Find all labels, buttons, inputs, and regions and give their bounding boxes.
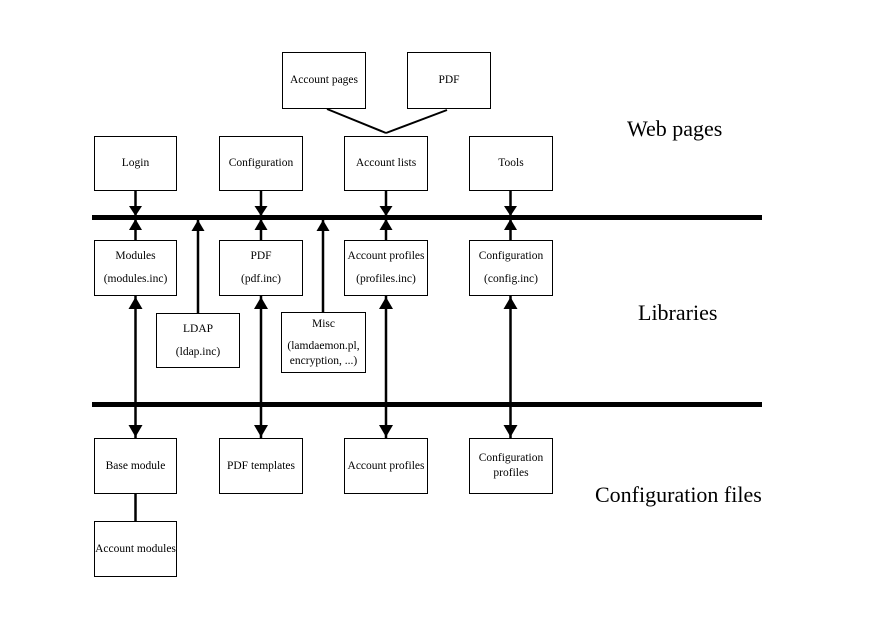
edge-pdf-account-lists xyxy=(385,109,448,134)
node-pdf-page-label: PDF xyxy=(438,74,460,87)
edge-configuration-pdf-lib xyxy=(254,191,268,240)
node-account-profiles-files: Account profiles xyxy=(344,438,428,494)
arrowhead-down-icon xyxy=(254,425,268,437)
arrowhead-up-icon xyxy=(129,219,142,230)
edge-tools-configuration-lib xyxy=(504,191,517,240)
node-base-module-label: Base module xyxy=(105,459,166,472)
node-misc-lib-file2: encryption, ...) xyxy=(289,354,358,367)
edge-login-modules xyxy=(129,191,142,240)
arrowhead-up-icon xyxy=(379,219,393,230)
arrowhead-down-icon xyxy=(503,425,518,437)
node-account-profiles-lib-name: Account profiles xyxy=(347,250,425,263)
node-ldap-lib-file: (ldap.inc) xyxy=(175,345,221,358)
arrowhead-up-icon xyxy=(254,297,268,309)
arrowhead-down-icon xyxy=(379,425,393,437)
node-login-label: Login xyxy=(121,157,150,170)
node-tools: Tools xyxy=(469,136,553,191)
node-configuration-lib-file: (config.inc) xyxy=(484,273,538,286)
arrowhead-up-icon xyxy=(504,219,517,230)
node-configuration-page-label: Configuration xyxy=(228,157,294,170)
node-configuration-lib: Configuration (config.inc) xyxy=(469,240,553,296)
bus-line-web-pages xyxy=(92,215,762,220)
node-configuration-profiles-line1: Configuration xyxy=(478,452,544,465)
edge-account-lists-profiles-lib xyxy=(379,191,393,240)
arrowhead-up-icon xyxy=(316,220,330,231)
node-tools-label: Tools xyxy=(498,157,524,170)
node-account-lists: Account lists xyxy=(344,136,428,191)
node-account-modules-label: Account modules xyxy=(95,542,176,555)
edge-config-lib-config-profiles xyxy=(503,296,518,438)
node-modules-lib-name: Modules xyxy=(115,250,156,263)
arrowhead-up-icon xyxy=(503,297,518,309)
arrowhead-down-icon xyxy=(128,425,143,437)
node-pdf-lib-file: (pdf.inc) xyxy=(241,273,281,286)
node-account-lists-label: Account lists xyxy=(355,157,417,170)
edge-misc-bus xyxy=(316,220,330,312)
node-modules-lib: Modules (modules.inc) xyxy=(94,240,177,296)
node-ldap-lib-name: LDAP xyxy=(182,323,214,336)
node-account-pages: Account pages xyxy=(282,52,366,109)
arrowhead-down-icon xyxy=(504,206,517,216)
node-pdf-page: PDF xyxy=(407,52,491,109)
arrowhead-up-icon xyxy=(128,297,143,309)
node-account-profiles-lib: Account profiles (profiles.inc) xyxy=(344,240,428,296)
arrowhead-down-icon xyxy=(129,206,142,216)
label-web-pages: Web pages xyxy=(627,116,723,141)
node-pdf-templates-label: PDF templates xyxy=(226,459,296,472)
node-modules-lib-file: (modules.inc) xyxy=(103,273,168,286)
arrowhead-up-icon xyxy=(379,297,393,309)
label-libraries: Libraries xyxy=(638,300,718,325)
edge-pdf-lib-pdf-templates xyxy=(254,296,268,438)
node-pdf-lib: PDF (pdf.inc) xyxy=(219,240,303,296)
arrowhead-down-icon xyxy=(254,206,268,216)
node-pdf-lib-name: PDF xyxy=(250,250,272,263)
node-configuration-profiles-line2: profiles xyxy=(493,467,529,479)
node-configuration-lib-name: Configuration xyxy=(478,250,544,263)
node-pdf-templates: PDF templates xyxy=(219,438,303,494)
arrowhead-down-icon xyxy=(379,206,393,216)
label-configuration-files: Configuration files xyxy=(595,482,762,507)
node-base-module: Base module xyxy=(94,438,177,494)
edge-ldap-bus xyxy=(191,220,205,313)
edge-account-pages-account-lists xyxy=(326,108,387,134)
node-account-profiles-lib-file: (profiles.inc) xyxy=(356,273,416,286)
node-account-modules: Account modules xyxy=(94,521,177,577)
node-ldap-lib: LDAP (ldap.inc) xyxy=(156,313,240,368)
node-login: Login xyxy=(94,136,177,191)
node-account-pages-label: Account pages xyxy=(289,74,359,87)
node-misc-lib-file1: (lamdaemon.pl, xyxy=(287,340,360,353)
edge-modules-base-module xyxy=(128,296,143,438)
arrowhead-up-icon xyxy=(254,219,268,230)
node-configuration-profiles: Configuration profiles xyxy=(469,438,553,494)
node-configuration-page: Configuration xyxy=(219,136,303,191)
edge-profiles-lib-profiles-files xyxy=(379,296,393,438)
arrowhead-up-icon xyxy=(191,220,205,231)
node-misc-lib-name: Misc xyxy=(312,318,335,330)
bus-line-config-files xyxy=(92,402,762,407)
node-misc-lib: Misc (lamdaemon.pl, encryption, ...) xyxy=(281,312,366,373)
node-account-profiles-files-label: Account profiles xyxy=(347,459,425,472)
